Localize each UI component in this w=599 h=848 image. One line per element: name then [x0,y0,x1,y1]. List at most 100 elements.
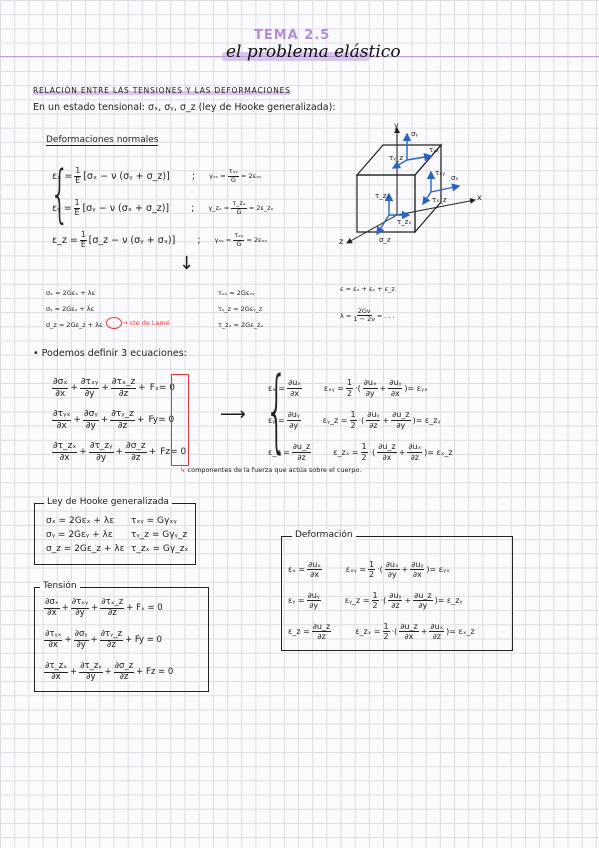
frac-den: ∂y [387,570,397,579]
frac-num: 1 [368,559,376,570]
frac-den: E [74,207,80,217]
tension-tail: + Fₓ = 0 [126,603,163,613]
frac-num: 1 [349,410,357,421]
frac-den: ∂z [369,420,378,430]
deform-tail: = ε_zᵧ [437,596,463,605]
deform-shear-lhs: εᵧ_z = [322,415,348,425]
frac-num: ∂τ_zᵧ [79,660,103,673]
equilibrium-equations: ∂σₓ∂x + ∂τₓᵧ∂y + ∂τₓ_z∂z + Fₓ = 0 ∂τᵧₓ∂x… [50,372,186,468]
normal-left: εᵧ = [52,202,72,214]
frac-num: ∂u_z [399,621,419,632]
deform-tail: = εₓ_z [427,447,453,457]
equil-row: ∂τ_zₓ∂x + ∂τ_zᵧ∂y + ∂σ_z∂z + Fz = 0 [52,441,187,463]
frac-den: ∂z [131,452,141,463]
lame-eq: τₓᵧ = 2Gεₓᵧ [218,289,255,297]
lame-mid: τₓᵧ = 2Gεₓᵧ τᵧ_z = 2Gεᵧ_z τ_zₓ = 2Gε_zₓ [218,285,263,333]
label-tau-xy: τₓᵧ [435,169,445,177]
frac-den: ∂y [76,639,86,650]
z-axis [346,214,398,244]
deform-tail: = ε_zᵧ [415,415,441,425]
frac-den: ∂x [390,388,400,398]
eq-zero: = 0 [158,415,175,425]
frac-den: G [230,175,236,184]
gamma-tail: = 2εₓᵧ [240,172,262,180]
axis-label-y: y [394,121,399,130]
frac-den: G [236,239,242,248]
frac-num: ∂τ_zₓ [52,441,78,453]
frac-num: ∂uᵧ [366,410,381,421]
semicolon: ; [191,202,195,214]
hooke-left: σₓ = 2Gεₓ + λε σᵧ = 2Gεᵧ + λε σ_z = 2Gε_… [46,514,124,556]
frac-num: ∂τᵧ_z [99,628,124,641]
lame-eq: τ_zₓ = 2Gε_zₓ [218,321,264,329]
frac-num: ∂τᵧₓ [44,628,63,641]
frac-num: ∂σₓ [44,596,60,609]
hooke-eq: τₓᵧ = Gγₓᵧ [131,516,177,526]
frac-den: ∂x [404,632,414,641]
frac-num: 1 [73,197,81,209]
frac-den: ∂x [59,452,70,463]
frac-num: ∂τᵧ_z [110,409,135,421]
hooke-eq: τ_zₓ = Gγ_zₓ [131,544,189,554]
frac-num: ∂τ_zᵧ [88,441,114,453]
frac-den: ∂y [365,388,375,398]
normal-left: ε_z = [52,234,78,246]
frac-den: ∂y [396,420,406,430]
equil-row: ∂τᵧₓ∂x + ∂σᵧ∂y + ∂τᵧ_z∂z + Fy = 0 [52,409,175,431]
frac-den: 2 [347,388,353,398]
lame-dots: = . . . [376,311,395,320]
tension-box [34,587,209,692]
deform-shear-lhs: εₓᵧ = [345,565,366,574]
normal-body: [σᵧ − ν (σₓ + σ_z)] [82,202,170,214]
frac-den: ∂x [51,671,61,682]
label-sigma-x: σₓ [451,174,459,182]
frac-den: ∂z [119,671,129,682]
force-term: Fz [160,447,171,457]
label-tau-yx: τᵧₓ [429,146,439,154]
frac-num: 1 [360,442,368,453]
gamma-left: γ_zₓ = [208,204,230,212]
frac-num: ∂σ_z [125,441,147,453]
tema-label: TEMA 2.5 [254,28,331,43]
frac-num: ∂u_z [311,621,332,632]
label-sigma-y: σᵧ [411,130,418,138]
frac-num: ∂σₓ [52,377,69,389]
frac-den: ∂z [432,632,441,641]
frac-num: ∂u_z [391,410,411,421]
long-arrow: ⟶ [220,404,246,425]
frac-den: 2 [369,570,375,579]
eq-zero: = 0 [170,447,187,457]
frac-den: ∂z [410,452,419,462]
eq-zero: = 0 [158,383,176,393]
frac-den: 2 [350,420,356,430]
tension-rows: ∂σₓ∂x + ∂τₓᵧ∂y + ∂τₓ_z∂z + Fₓ = 0 ∂τᵧₓ ∂x… [42,592,173,688]
frac-den: ∂z [117,420,128,431]
ecuaciones-title: • Podemos definir 3 ecuaciones: [33,348,187,359]
tension-tail: + Fz = 0 [136,667,174,677]
tension-row: ∂τ_zₓ∂x + ∂τ_zᵧ∂y + ∂σ_z∂z + Fz = 0 [44,660,174,682]
section-intro: En un estado tensional: σₓ, σᵧ, σ_z (ley… [33,102,336,113]
stress-cube-diagram: y x z σᵧ τᵧₓ τᵧ_z σₓ τₓᵧ τₓ_z τ_zᵧ τ_zₓ … [339,121,482,246]
axis-label-x: x [477,193,482,202]
frac-num: τₓᵧ [227,167,239,177]
tension-row: ∂σₓ∂x + ∂τₓᵧ∂y + ∂τₓ_z∂z + Fₓ = 0 [44,596,163,618]
equil-row: ∂σₓ∂x + ∂τₓᵧ∂y + ∂τₓ_z∂z + Fₓ = 0 [52,377,176,399]
tau-yx-arrow [406,153,433,162]
frac-den: ∂y [75,607,85,618]
hooke-eq: σₓ = 2Gεₓ + λε [46,516,114,526]
frac-num: ∂uᵧ [410,559,425,570]
frac-num: ∂uₓ [362,378,378,389]
frac-den: ∂z [317,632,326,641]
sigma-z-arrow [376,214,390,236]
lame-eq: σₓ = 2Gεₓ + λε [46,289,96,297]
frac-num: 1 [382,621,390,632]
frac-den: ∂x [412,570,422,579]
deform-tail: = εᵧₓ [429,565,450,574]
normales-brace: { [49,157,70,230]
section-title-text: RELACIÓN ENTRE LAS TENSIONES Y LAS DEFOR… [33,86,291,95]
deform-lhs: ε_z = [288,627,310,636]
